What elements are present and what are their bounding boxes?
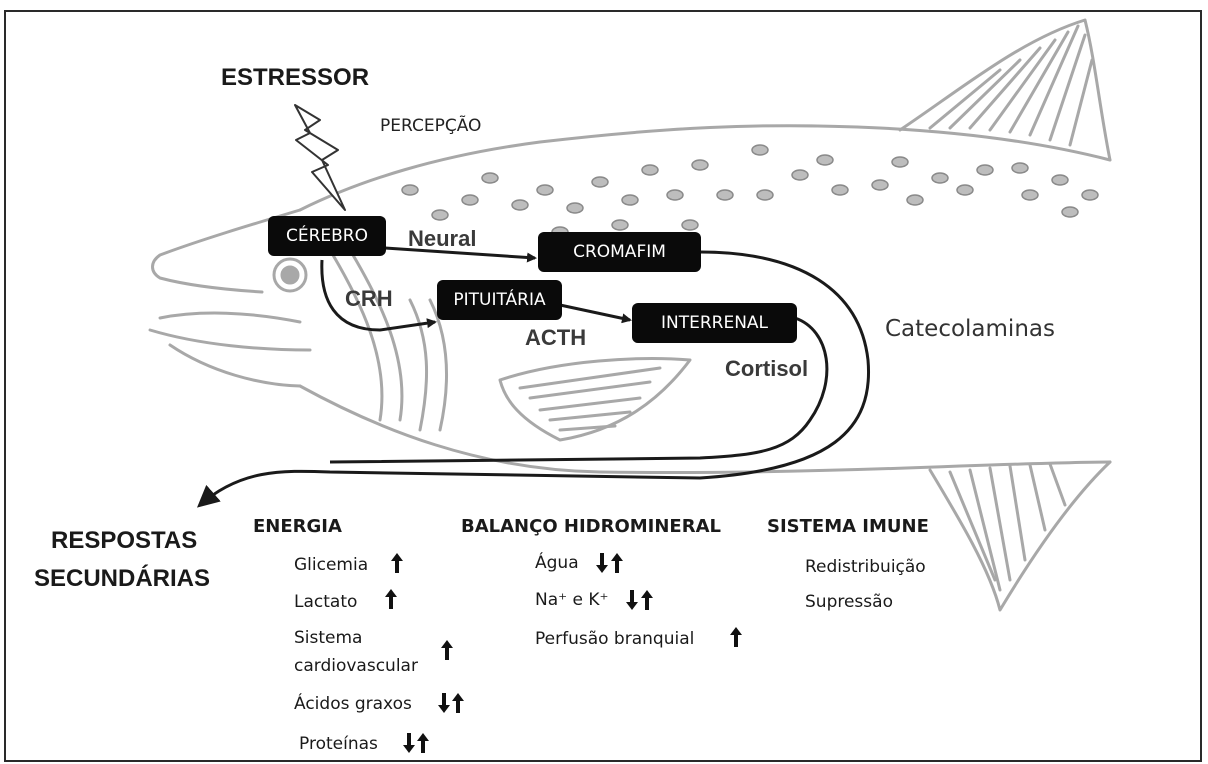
up-arrow-icon: [385, 589, 397, 609]
up-arrow-icon: [391, 553, 403, 573]
down-arrow-icon: [438, 693, 450, 713]
up-arrow-icon: [441, 640, 453, 660]
up-arrow-icon: [730, 627, 742, 647]
up-arrow-icon: [452, 693, 464, 713]
down-arrow-icon: [626, 590, 638, 610]
up-arrow-icon: [611, 553, 623, 573]
up-arrow-icon: [417, 733, 429, 753]
down-arrow-icon: [403, 733, 415, 753]
up-arrow-icon: [641, 590, 653, 610]
down-arrow-icon: [596, 553, 608, 573]
